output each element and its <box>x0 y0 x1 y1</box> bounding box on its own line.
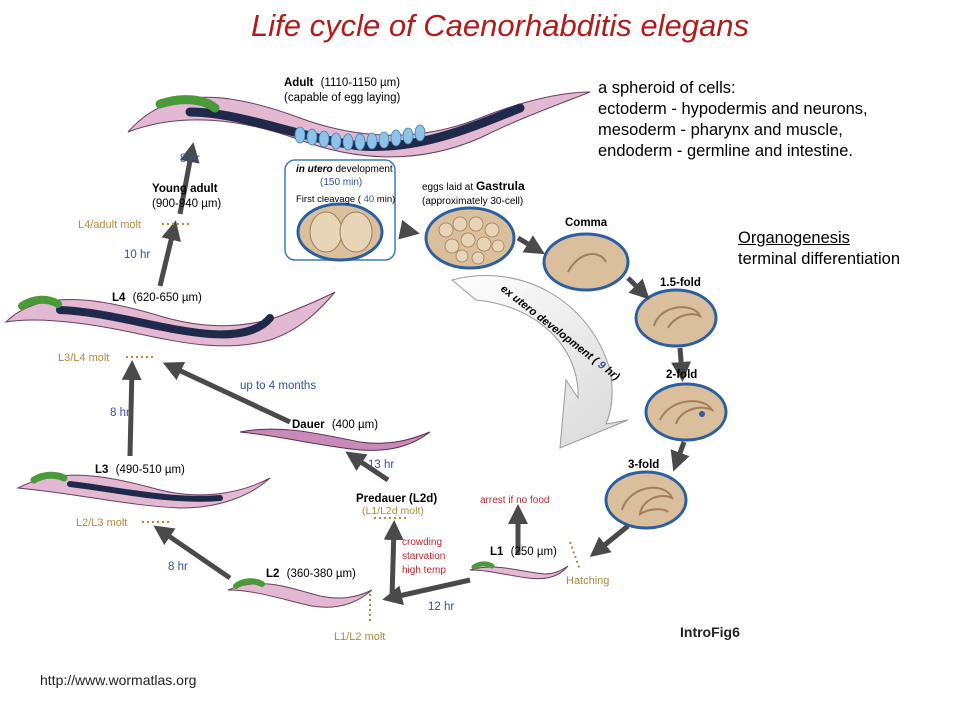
germ-layer-description: a spheroid of cells: ectoderm - hypoderm… <box>598 78 868 162</box>
arrow-predauer-to-dauer <box>345 451 390 483</box>
in-utero-panel <box>284 159 396 262</box>
hatching-label: Hatching <box>566 575 609 587</box>
organogenesis-note: Organogenesis terminal differentiation <box>738 228 900 270</box>
high-temp-label: high temp <box>402 565 446 576</box>
svg-text:First cleavage ( 40: First cleavage ( 40 min) <box>296 194 395 205</box>
comma-label: Comma <box>565 217 608 229</box>
organogenesis-text: terminal differentiation <box>738 250 901 268</box>
arrow-comma-to-15 <box>626 276 650 300</box>
starvation-label: starvation <box>402 551 445 562</box>
duration-l3-to-l4: 8 hr <box>110 407 130 419</box>
gastrula-note: (approximately 30-cell) <box>422 196 523 207</box>
duration-dauer-to-l4: up to 4 months <box>240 380 316 392</box>
duration-predauer-to-dauer: 13 hr <box>368 459 394 471</box>
comma-egg <box>542 232 630 292</box>
svg-text:Adult (1110-1150 µm): Adult (1110-1150 µm) <box>284 77 400 89</box>
l1-l2-molt: L1/L2 molt <box>334 631 385 643</box>
description-line: endoderm - germline and intestine. <box>598 142 853 160</box>
adult-label: Adult <box>284 77 314 89</box>
l4-adult-molt: L4/adult molt <box>78 219 141 231</box>
organogenesis-heading: Organogenesis <box>738 229 850 247</box>
stage-arrows <box>121 142 692 606</box>
cleavage-time: 40 <box>364 194 375 205</box>
cleavage-unit: min) <box>377 194 395 205</box>
l3-size: (490-510 µm) <box>116 464 185 476</box>
crowding-label: crowding <box>402 537 442 548</box>
predauer-label: Predauer (L2d) <box>356 493 437 505</box>
l1-worm <box>469 561 569 580</box>
fold-2-egg <box>644 382 728 442</box>
arrow-young-to-adult <box>177 142 200 215</box>
arrow-l4-to-young <box>157 220 181 287</box>
fold-3-label: 3-fold <box>628 459 659 471</box>
duration-l1-to-l2: 12 hr <box>428 601 454 613</box>
fold-3-egg <box>604 470 688 530</box>
young-adult-size: (900-940 µm) <box>152 198 221 210</box>
page-title: Life cycle of Caenorhabditis elegans <box>250 8 750 43</box>
description-line: ectoderm - hypodermis and neurons, <box>598 100 868 118</box>
l2-worm <box>227 578 373 608</box>
in-utero-title: in utero <box>296 164 333 175</box>
l4-worm <box>4 291 336 347</box>
source-url: http://www.wormatlas.org <box>40 672 197 688</box>
l1-label: L1 <box>490 546 504 558</box>
duration-young-to-adult: 8 hr <box>180 153 200 165</box>
description-line: a spheroid of cells: <box>598 79 736 97</box>
svg-text:ex utero development ( 9: ex utero development ( 9 hr) <box>498 283 622 383</box>
molt-dots <box>126 223 581 624</box>
arrow-l2-to-l3 <box>153 525 232 581</box>
l2-size: (360-380 µm) <box>287 568 356 580</box>
arrow-l1-to-l2 <box>382 577 471 606</box>
l1-size: (250 µm) <box>511 546 557 558</box>
arrow-3-to-hatch <box>589 524 630 558</box>
in-utero-time: (150 min) <box>320 177 362 188</box>
svg-text:Dauer (400 µm): Dauer (400 µm) <box>292 419 378 431</box>
adult-worm <box>127 91 591 158</box>
duration-l2-to-l3: 8 hr <box>168 561 188 573</box>
gastrula-label: Gastrula <box>476 179 525 193</box>
dauer-size: (400 µm) <box>332 419 378 431</box>
svg-text:L2 (360-380 µm): L2 (360-380 µm) <box>266 568 356 580</box>
in-utero-title-rest: development <box>335 164 392 175</box>
arrest-label: arrest if no food <box>480 495 549 506</box>
arrow-dauer-to-l4 <box>162 362 292 425</box>
predauer-molt: (L1/L2d molt) <box>362 505 424 517</box>
dauer-worm <box>239 428 431 451</box>
svg-text:in utero development: in utero development <box>296 164 393 175</box>
svg-text:L3 (490-510 µm): L3 (490-510 µm) <box>95 464 185 476</box>
arrow-utero-to-gastrula <box>398 219 420 240</box>
l4-label: L4 <box>112 292 126 304</box>
l3-worm <box>16 471 271 509</box>
adult-note: (capable of egg laying) <box>284 92 401 104</box>
duration-l4-to-young: 10 hr <box>124 249 150 261</box>
cleavage-label: First cleavage ( <box>296 194 362 205</box>
svg-text:L4 (620-650 µm): L4 (620-650 µm) <box>112 292 202 304</box>
l3-l4-molt: L3/L4 molt <box>58 352 109 364</box>
gastrula-prefix: eggs laid at <box>422 182 476 193</box>
fold-2-label: 2-fold <box>666 369 697 381</box>
arrow-15-to-2 <box>671 347 692 382</box>
l4-size: (620-650 µm) <box>133 292 202 304</box>
arrow-to-predauer <box>383 520 404 599</box>
adult-size: (1110-1150 µm) <box>321 77 401 89</box>
arrow-l3-to-l4 <box>121 360 142 457</box>
l2-label: L2 <box>266 568 279 580</box>
ex-utero-arrow <box>450 275 629 449</box>
figure-id: IntroFig6 <box>680 624 740 640</box>
young-adult-label: Young adult <box>152 183 218 195</box>
dauer-label: Dauer <box>292 419 325 431</box>
svg-text:eggs laid at Gastrula: eggs laid at Gastrula <box>422 179 525 193</box>
description-line: mesoderm - pharynx and muscle, <box>598 121 843 139</box>
l2-l3-molt: L2/L3 molt <box>76 517 127 529</box>
arrow-2-to-3 <box>670 441 690 472</box>
fold-1-5-egg <box>634 288 718 348</box>
arrow-gastrula-to-comma <box>516 235 545 255</box>
svg-text:L1 (250 µm): L1 (250 µm) <box>490 546 557 558</box>
gastrula-egg <box>424 206 516 270</box>
l3-label: L3 <box>95 464 108 476</box>
fold-1-5-label: 1.5-fold <box>660 277 701 289</box>
